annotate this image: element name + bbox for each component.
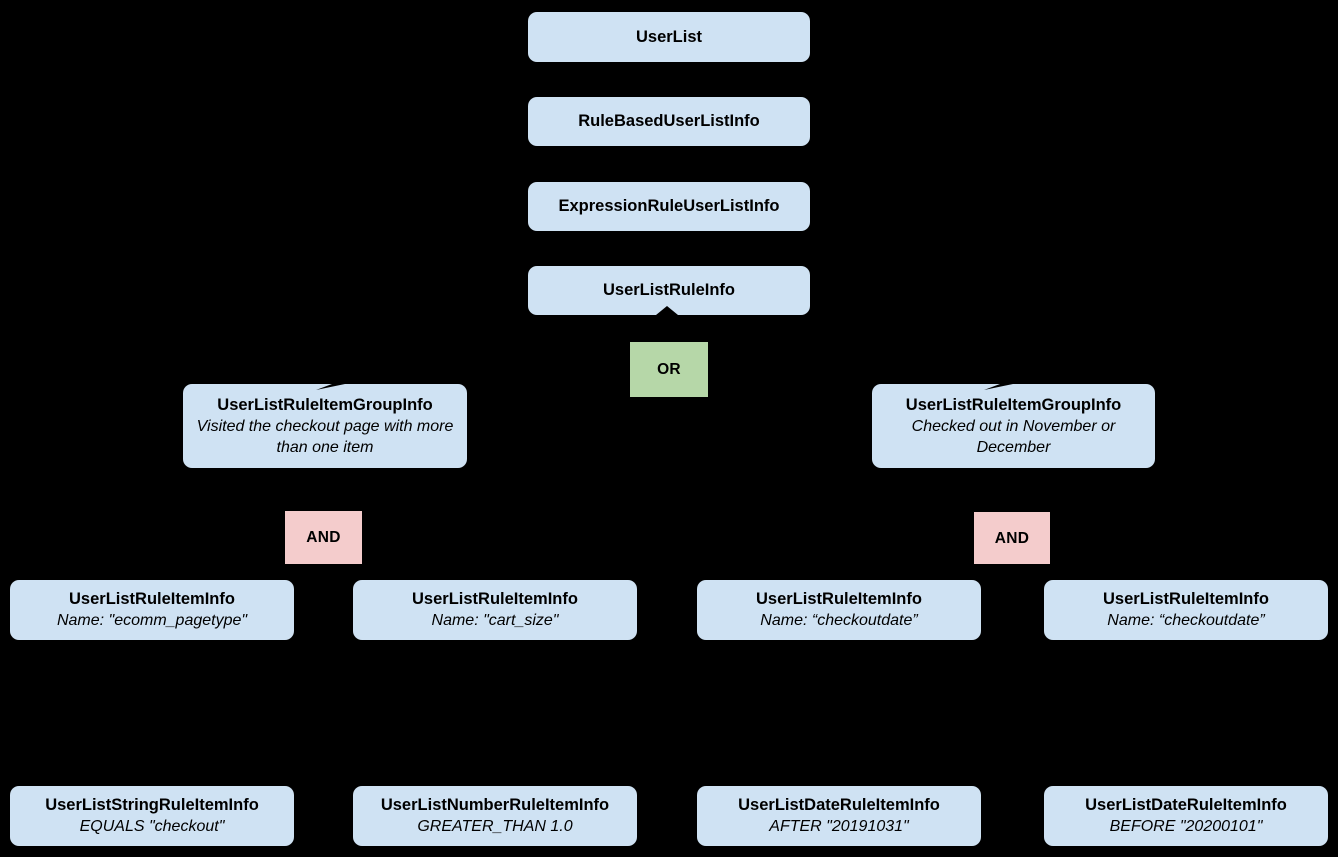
- node-subtitle: Name: "ecomm_pagetype": [56, 612, 248, 629]
- node-subtitle: EQUALS "checkout": [79, 818, 225, 835]
- node-title: ExpressionRuleUserListInfo: [558, 197, 780, 215]
- node-subtitle: Name: “checkoutdate”: [1107, 612, 1265, 629]
- node-title: UserListNumberRuleItemInfo: [380, 796, 610, 814]
- arrowhead-user-list-rule-info-bottom-icon: [656, 306, 678, 315]
- node-title: UserListRuleInfo: [602, 281, 736, 299]
- node-title: UserListRuleItemGroupInfo: [217, 395, 433, 414]
- node-title: UserListRuleItemInfo: [412, 590, 578, 608]
- node-title: UserListRuleItemInfo: [756, 590, 922, 608]
- node-title: UserListStringRuleItemInfo: [45, 796, 259, 814]
- node-and-operator-right: AND: [974, 512, 1050, 564]
- node-subtitle: Checked out in November or December: [911, 417, 1116, 456]
- node-title: UserListDateRuleItemInfo: [738, 796, 940, 814]
- node-subtitle: AFTER "20191031": [769, 818, 909, 835]
- node-title: UserListRuleItemInfo: [69, 590, 235, 608]
- node-title: AND: [306, 529, 341, 546]
- node-title: RuleBasedUserListInfo: [578, 112, 760, 130]
- node-title: OR: [657, 361, 681, 378]
- node-user-list-rule-info: UserListRuleInfo: [528, 266, 810, 315]
- node-title: UserListRuleItemGroupInfo: [905, 395, 1122, 414]
- node-subtitle: BEFORE "20200101": [1109, 818, 1263, 835]
- node-userlist: UserList: [528, 12, 810, 62]
- node-rule-based-user-list-info: RuleBasedUserListInfo: [528, 97, 810, 146]
- node-subtitle: Name: “checkoutdate”: [760, 612, 918, 629]
- node-expression-rule-user-list-info: ExpressionRuleUserListInfo: [528, 182, 810, 231]
- node-title: UserListDateRuleItemInfo: [1085, 796, 1287, 814]
- node-and-operator-left: AND: [285, 511, 362, 564]
- node-title: UserList: [635, 27, 703, 46]
- node-title: UserListRuleItemInfo: [1103, 590, 1269, 608]
- node-or-operator: OR: [630, 342, 708, 397]
- node-subtitle: Visited the checkout page with more than…: [196, 417, 454, 456]
- node-subtitle: Name: "cart_size": [431, 612, 559, 629]
- node-title: AND: [994, 529, 1030, 547]
- node-subtitle: GREATER_THAN 1.0: [417, 818, 573, 835]
